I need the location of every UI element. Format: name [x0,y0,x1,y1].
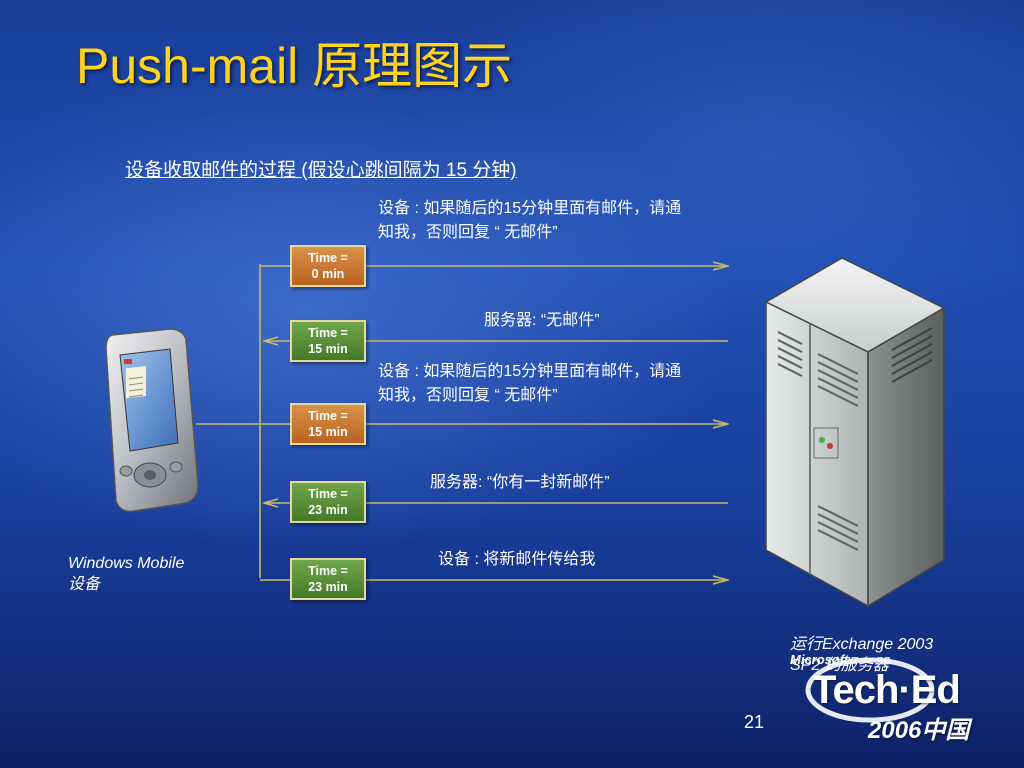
time-box-label: Time = [308,409,348,423]
time-box-value: 0 min [311,267,345,281]
logo-brand: Microsoft [790,652,849,667]
time-box-label: Time = [308,326,348,340]
message-line: 设备 : 如果随后的15分钟里面有邮件，请通 [378,363,682,380]
message-device-request-3: 设备 : 将新邮件传给我 [438,551,596,568]
time-box-label: Time = [308,251,348,265]
time-box-label: Time = [308,487,348,501]
logo-name: Tech·Ed [812,668,961,712]
slide-title: Push-mail 原理图示 [76,38,513,94]
message-server-reply-2: 服务器: “你有一封新邮件” [430,474,610,491]
message-line: 知我，否则回复 “ 无邮件” [378,224,558,241]
teched-logo: Microsoft Tech·Ed 2006中国 [790,650,990,750]
time-box-23min-request: Time = 23 min [290,558,366,600]
page-number: 21 [744,712,765,732]
time-box-15min-request: Time = 15 min [290,403,366,445]
slide-subtitle: 设备收取邮件的过程 (假设心跳间隔为 15 分钟) [125,160,517,181]
server-label-line: 运行Exchange 2003 [790,636,934,653]
device-label-line: 设备 [68,576,101,593]
time-box-0min: Time = 0 min [290,245,366,287]
message-line: 设备 : 如果随后的15分钟里面有邮件，请通 [378,200,682,217]
time-box-value: 23 min [308,580,348,594]
server-tower-icon [764,257,946,608]
time-box-label: Time = [308,564,348,578]
logo-edition: 2006中国 [868,717,970,744]
time-box-value: 15 min [308,425,348,439]
time-box-value: 23 min [308,503,348,517]
time-box-value: 15 min [308,342,348,356]
message-line: 知我，否则回复 “ 无邮件” [378,387,558,404]
time-box-15min-reply: Time = 15 min [290,320,366,362]
message-server-reply-1: 服务器: “无邮件” [484,312,600,329]
device-label-line: Windows Mobile [68,555,185,572]
logo-swoosh-icon [805,657,935,723]
device-label: Windows Mobile 设备 [68,553,184,595]
message-device-request-2: 设备 : 如果随后的15分钟里面有邮件，请通 知我，否则回复 “ 无邮件” [378,360,681,408]
message-device-request-1: 设备 : 如果随后的15分钟里面有邮件，请通 知我，否则回复 “ 无邮件” [378,197,681,245]
time-box-23min-reply: Time = 23 min [290,481,366,523]
pda-device-icon [105,328,199,513]
